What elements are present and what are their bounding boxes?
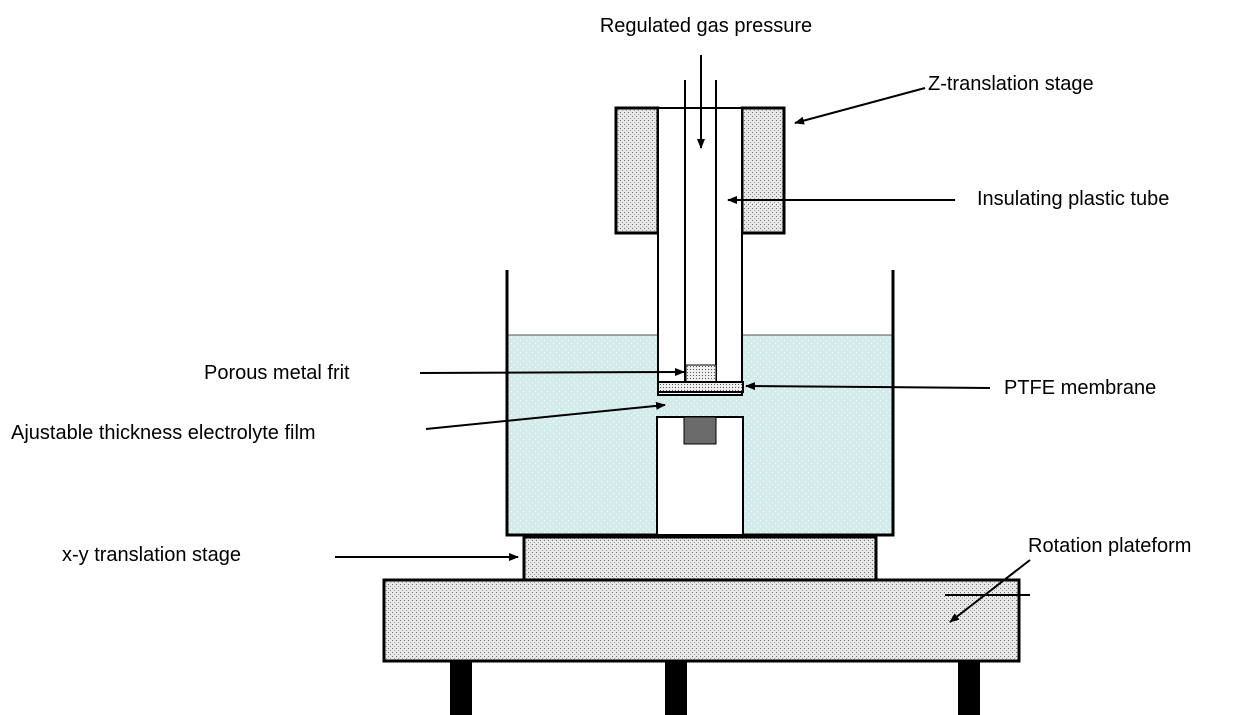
sample-electrode bbox=[683, 416, 717, 445]
label-ptfe-membrane: PTFE membrane bbox=[1004, 377, 1156, 399]
platform-leg-center bbox=[665, 662, 687, 715]
z-stage-block-left bbox=[614, 106, 660, 235]
label-z-stage: Z-translation stage bbox=[928, 73, 1094, 95]
z-stage-pointer bbox=[794, 87, 926, 125]
label-insulating-tube: Insulating plastic tube bbox=[977, 188, 1169, 210]
xy-translation-stage bbox=[522, 535, 878, 582]
membrane-pointer bbox=[745, 382, 991, 391]
rotation-platform bbox=[382, 578, 1021, 663]
frit-pointer bbox=[419, 368, 685, 377]
platform-leg-right bbox=[958, 662, 980, 715]
platform-leg-left bbox=[450, 662, 472, 715]
label-rotation-platform: Rotation plateform bbox=[1028, 535, 1191, 557]
porous-metal-frit bbox=[685, 364, 717, 384]
rotation-platform-pointer-diag bbox=[949, 559, 1031, 623]
label-electrolyte-film: Ajustable thickness electrolyte film bbox=[11, 422, 316, 444]
outer-tube bbox=[657, 107, 743, 396]
z-stage-block-right bbox=[740, 106, 786, 235]
label-gas-pressure: Regulated gas pressure bbox=[600, 15, 812, 37]
label-metal-frit: Porous metal frit bbox=[204, 362, 350, 384]
ptfe-membrane bbox=[657, 381, 744, 393]
electrolyte-film-pointer bbox=[425, 401, 666, 430]
label-xy-stage: x-y translation stage bbox=[62, 544, 241, 566]
